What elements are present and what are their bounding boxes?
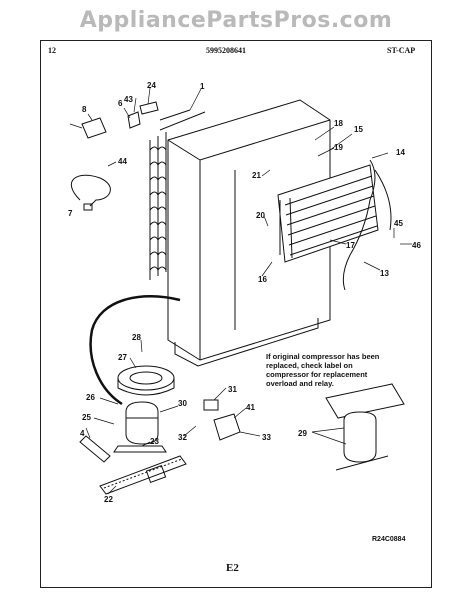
callout-20: 20 — [256, 211, 265, 220]
callout-41: 43 — [124, 95, 133, 104]
callout-28: 29 — [298, 429, 307, 438]
callout-14: 14 — [396, 148, 405, 157]
leader-lines — [69, 87, 412, 495]
watermark: AppliancePartsPros.com — [79, 8, 393, 33]
callout-31: 32 — [178, 433, 187, 442]
callout-43: 44 — [118, 157, 127, 166]
diagram-frame — [40, 40, 432, 588]
callout-1: 1 — [200, 82, 205, 91]
callout-21: 21 — [252, 171, 261, 180]
callout-15: 15 — [354, 125, 363, 134]
callout-19: 19 — [334, 143, 343, 152]
condenser-coil — [149, 109, 206, 280]
callout-30: 31 — [228, 385, 237, 394]
page-number: E2 — [226, 562, 239, 574]
callout-16: 16 — [258, 275, 267, 284]
model-variant: ST-CAP — [387, 46, 416, 55]
callout-26: 27 — [118, 353, 127, 362]
callout-17: 17 — [346, 241, 355, 250]
callout-27: 28 — [132, 333, 141, 342]
replacement-note: If original compressor has been replaced… — [266, 352, 380, 388]
callout-4: 4 — [80, 429, 85, 438]
callout-29: 30 — [178, 399, 187, 408]
callout-6: 6 — [118, 99, 123, 108]
callout-44: 45 — [394, 219, 403, 228]
callout-18: 18 — [334, 119, 343, 128]
drain-tube — [89, 295, 181, 406]
callout-24: 25 — [82, 413, 91, 422]
compressor — [113, 401, 167, 453]
callout-2: 24 — [147, 81, 156, 90]
cabinet — [167, 99, 331, 367]
callout-22: 22 — [104, 495, 113, 504]
callout-33: 41 — [246, 403, 255, 412]
model-number: 5995208641 — [206, 46, 246, 55]
callout-7: 7 — [68, 209, 73, 218]
callout-8: 8 — [82, 105, 87, 114]
callout-23: 23 — [150, 437, 159, 446]
callout-45: 46 — [412, 241, 421, 250]
replacement-compressor — [325, 383, 405, 471]
callout-32: 33 — [262, 433, 271, 442]
callout-13: 13 — [380, 269, 389, 278]
page-label-left: 12 — [48, 46, 56, 55]
callout-25: 26 — [86, 393, 95, 402]
figure-code: R24C0884 — [372, 536, 406, 543]
callout-labels: 1 24 4 6 7 8 13 14 15 16 17 18 19 20 21 … — [68, 81, 421, 504]
evaporator — [277, 159, 392, 291]
